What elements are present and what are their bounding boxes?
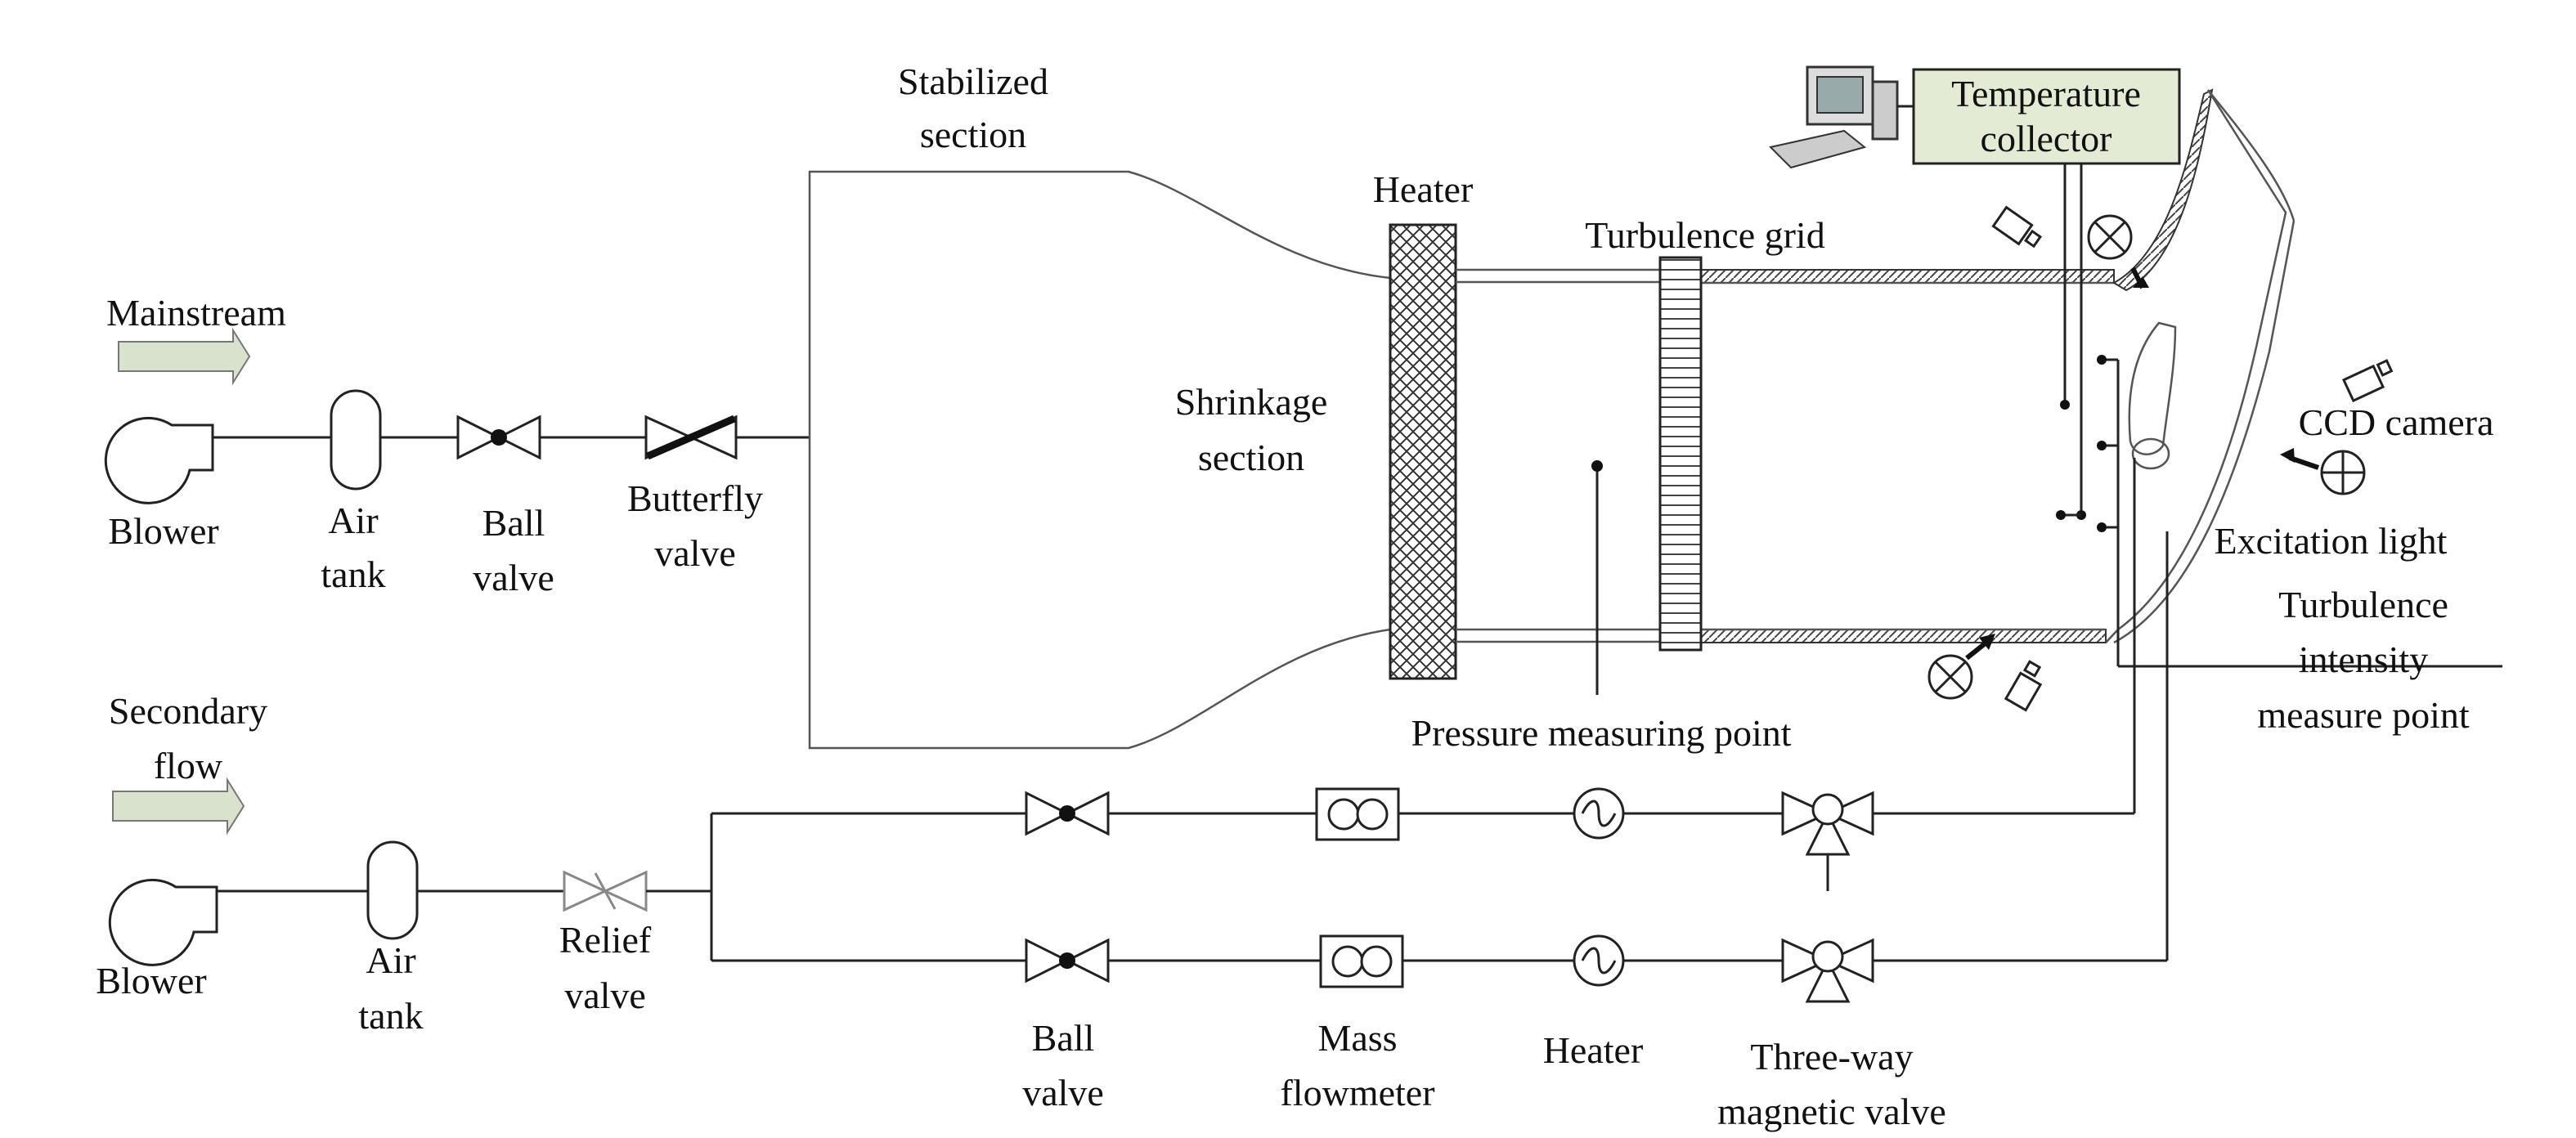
test-channel (1456, 268, 2115, 643)
mass-flowmeter-lower (1319, 934, 1404, 988)
three-way-valve-label-1: Three-way (1750, 1036, 1913, 1078)
secondary-piping (710, 458, 2169, 962)
blower-bottom-label: Blower (96, 960, 206, 1001)
relief-valve-label-2: valve (564, 974, 646, 1016)
test-blade-outline (2105, 88, 2296, 644)
ccd-camera-label: CCD camera (2299, 401, 2494, 443)
stabilized-label-1: Stabilized (898, 60, 1048, 102)
blower-bottom (108, 878, 368, 966)
secondary-flow-label-2: flow (154, 745, 223, 786)
temperature-collector-box (1912, 68, 2181, 165)
mass-flowmeter-upper (1315, 787, 1400, 841)
ball-valve-upper-branch (1025, 791, 1110, 836)
turbulence-grid (1658, 256, 1703, 652)
heater-lower (1573, 934, 1625, 987)
ball-valve-bottom-label-2: valve (1022, 1072, 1104, 1113)
turbulence-point-label-3: measure point (2257, 694, 2470, 736)
labels: Stabilized section Heater Turbulence gri… (96, 60, 2493, 1132)
bottom-light-icon (1928, 634, 1995, 700)
turbulence-probes (2097, 355, 2502, 668)
air-tank-top-label-1: Air (328, 500, 378, 541)
air-tank-bottom-label-1: Air (366, 939, 415, 981)
bottom-camera-icon (2004, 660, 2043, 712)
heater-top-label: Heater (1373, 168, 1474, 210)
three-way-valve-upper (1781, 791, 1874, 891)
stabilized-label-2: section (920, 114, 1026, 155)
heater-upper (1573, 787, 1625, 840)
turbulence-grid-label: Turbulence grid (1585, 214, 1824, 256)
heater-bottom-label: Heater (1543, 1029, 1644, 1071)
pressure-point-label: Pressure measuring point (1411, 712, 1791, 754)
turbulence-point-label-1: Turbulence (2278, 584, 2448, 625)
butterfly-valve-label-2: valve (654, 532, 736, 574)
butterfly-valve-top (644, 414, 738, 460)
shrinkage-label-2: section (1198, 437, 1304, 478)
relief-valve (563, 870, 648, 912)
stabilized-section (808, 170, 1391, 750)
turbulence-point-label-2: intensity (2299, 638, 2428, 680)
temperature-collector-label-2: collector (1981, 118, 2112, 159)
air-tank-top (330, 389, 382, 491)
ball-valve-top-label-1: Ball (482, 502, 545, 544)
relief-valve-label-1: Relief (559, 919, 652, 961)
ball-valve-bottom-label-1: Ball (1032, 1017, 1095, 1059)
air-tank-bottom-label-2: tank (358, 995, 423, 1037)
mass-flowmeter-label-1: Mass (1317, 1017, 1397, 1059)
mass-flowmeter-label-2: flowmeter (1280, 1072, 1434, 1113)
temperature-probes (2056, 164, 2086, 520)
excitation-light-side-icon (2280, 448, 2366, 495)
camera-icon (1991, 205, 2043, 249)
secondary-flow-arrow (112, 777, 245, 836)
computer-icon (1769, 65, 1899, 169)
blower-top (104, 416, 343, 504)
heater-block (1389, 223, 1457, 680)
mainstream-arrow (118, 327, 251, 386)
butterfly-valve-label-1: Butterfly (627, 477, 763, 519)
blower-top-label: Blower (108, 510, 218, 552)
three-way-valve-lower (1781, 938, 1874, 1003)
mainstream-label: Mainstream (106, 292, 286, 334)
excitation-light-icon (2087, 214, 2149, 289)
shrinkage-label-1: Shrinkage (1175, 381, 1328, 423)
pressure-probe (1591, 460, 1603, 695)
ball-valve-top (456, 414, 541, 460)
temperature-collector-label-1: Temperature (1951, 73, 2141, 114)
ball-valve-lower-branch (1025, 938, 1110, 983)
ball-valve-top-label-2: valve (473, 557, 554, 598)
ccd-camera-icon (2341, 359, 2394, 403)
three-way-valve-label-2: magnetic valve (1717, 1091, 1946, 1132)
air-tank-top-label-2: tank (321, 553, 385, 595)
air-tank-bottom (366, 840, 419, 940)
excitation-light-label: Excitation light (2215, 520, 2448, 562)
secondary-flow-label-1: Secondary (109, 690, 267, 732)
